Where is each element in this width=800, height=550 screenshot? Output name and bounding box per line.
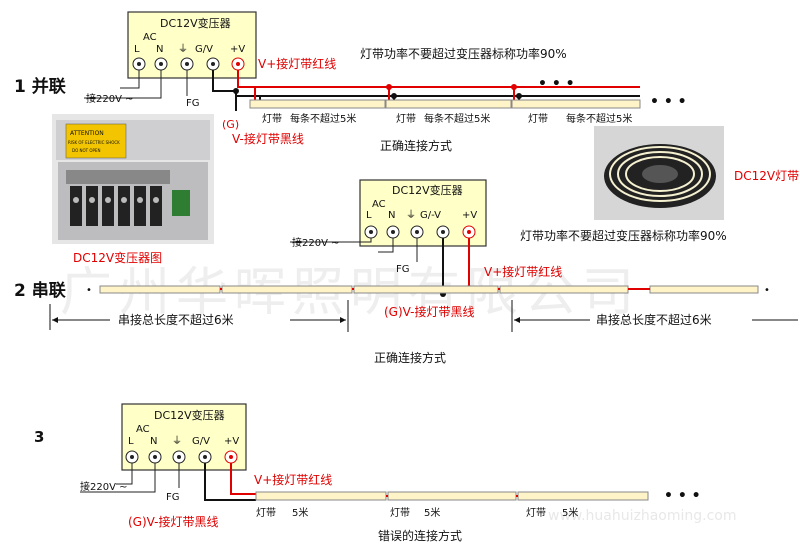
- strip-length-1a: 每条不超过5米: [290, 112, 356, 125]
- transformer-box-3: DC12V变压器 AC L N ⏚ G/V +V: [121, 403, 247, 471]
- terminal-gv: G/-V: [420, 210, 441, 221]
- caption-1: 正确连接方式: [380, 138, 452, 153]
- ellipsis-2-right: •: [764, 285, 770, 296]
- transformer-photo: ATTENTION RISK OF ELECTRIC SHOCK DO NOT …: [52, 114, 214, 244]
- ellipsis-1a: • • •: [538, 76, 575, 92]
- terminal-n: N: [150, 436, 157, 447]
- caption-2: 正确连接方式: [374, 350, 446, 365]
- strip-length-3c: 5米: [562, 506, 578, 519]
- attention-title: ATTENTION: [70, 130, 104, 137]
- terminal-n: N: [388, 210, 395, 221]
- terminal-plusv: +V: [224, 436, 239, 447]
- led-strip-1c: [511, 99, 641, 109]
- led-strip-3b: [387, 491, 517, 501]
- transformer-title: DC12V变压器: [392, 183, 463, 197]
- transformer-box-1: DC12V变压器 AC L N ⏚ G/V +V: [127, 11, 257, 79]
- attention-line1: RISK OF ELECTRIC SHOCK: [68, 140, 120, 145]
- led-strip-3a: [255, 491, 387, 501]
- terminal-l: L: [128, 436, 134, 447]
- strip-length-1b: 每条不超过5米: [424, 112, 490, 125]
- watermark-url: www.huahuizhaoming.com: [548, 508, 736, 524]
- length-limit-left: 串接总长度不超过6米: [118, 312, 234, 327]
- strip-label-3a: 灯带: [256, 507, 276, 519]
- red-wire-label-2: V+接灯带红线: [484, 264, 562, 279]
- led-reel-photo: [594, 126, 724, 220]
- section-2-label: 2 串联: [14, 280, 66, 301]
- led-strip-1a: [249, 99, 386, 109]
- red-wire-label-1: V+接灯带红线: [258, 56, 336, 71]
- mains-label-2: 接220V ~: [292, 236, 340, 249]
- transformer-title: DC12V变压器: [154, 408, 225, 422]
- caption-3: 错误的连接方式: [378, 528, 462, 543]
- terminal-ground: ⏚: [178, 43, 188, 55]
- terminal-l: L: [134, 44, 140, 55]
- strip-label-1c: 灯带: [528, 113, 548, 125]
- transformer-ac: AC: [372, 199, 386, 210]
- transformer-box-2: DC12V变压器 AC L N ⏚ G/-V +V: [359, 179, 487, 247]
- led-strip-2d: [499, 285, 629, 294]
- terminal-l: L: [366, 210, 372, 221]
- reel-power-note: 灯带功率不要超过变压器标称功率90%: [520, 228, 727, 243]
- led-strip-2b: [221, 285, 353, 294]
- strip-length-3b: 5米: [424, 506, 440, 519]
- g-label-1: (G): [222, 118, 239, 131]
- transformer-title: DC12V变压器: [160, 16, 231, 30]
- terminal-plusv: +V: [230, 44, 245, 55]
- mains-label-1: 接220V ~: [86, 92, 134, 105]
- terminal-plusv: +V: [462, 210, 477, 221]
- transformer-ac: AC: [136, 424, 150, 435]
- strip-label-1a: 灯带: [262, 113, 282, 125]
- led-strip-1b: [385, 99, 512, 109]
- section-1-label: 1 并联: [14, 76, 66, 97]
- strip-length-1c: 每条不超过5米: [566, 112, 632, 125]
- ellipsis-1b: • • •: [650, 94, 687, 110]
- strip-label-3c: 灯带: [526, 507, 546, 519]
- fg-label-2: FG: [396, 264, 410, 275]
- terminal-ground: ⏚: [172, 435, 182, 447]
- strip-label-3b: 灯带: [390, 507, 410, 519]
- black-wire-label-2: (G)V-接灯带黑线: [384, 304, 475, 319]
- terminal-ground: ⏚: [406, 209, 416, 221]
- ellipsis-3: • • •: [664, 488, 701, 504]
- terminal-gv: G/V: [195, 44, 213, 55]
- transformer-ac: AC: [143, 32, 157, 43]
- strip-length-3a: 5米: [292, 506, 308, 519]
- led-strip-3c: [517, 491, 649, 501]
- reel-photo-caption: DC12V灯带: [734, 169, 799, 183]
- attention-line2: DO NOT OPEN: [72, 148, 100, 153]
- red-wire-label-3: V+接灯带红线: [254, 472, 332, 487]
- led-strip-2c: [353, 285, 499, 294]
- ellipsis-2-left: •: [86, 285, 92, 296]
- black-wire-label-1: V-接灯带黑线: [232, 131, 304, 146]
- top-power-note: 灯带功率不要超过变压器标称功率90%: [360, 46, 567, 61]
- black-wire-label-3: (G)V-接灯带黑线: [128, 514, 219, 529]
- terminal-gv: G/V: [192, 436, 210, 447]
- section-3-label: 3: [34, 428, 44, 446]
- mains-label-3: 接220V ~: [80, 480, 128, 493]
- terminal-n: N: [156, 44, 163, 55]
- transformer-photo-caption: DC12V变压器图: [73, 250, 162, 265]
- fg-label-1: FG: [186, 98, 200, 109]
- fg-label-3: FG: [166, 492, 180, 503]
- led-strip-2a: [99, 285, 221, 294]
- strip-label-1b: 灯带: [396, 113, 416, 125]
- led-strip-2e: [649, 285, 759, 294]
- length-limit-right: 串接总长度不超过6米: [596, 312, 712, 327]
